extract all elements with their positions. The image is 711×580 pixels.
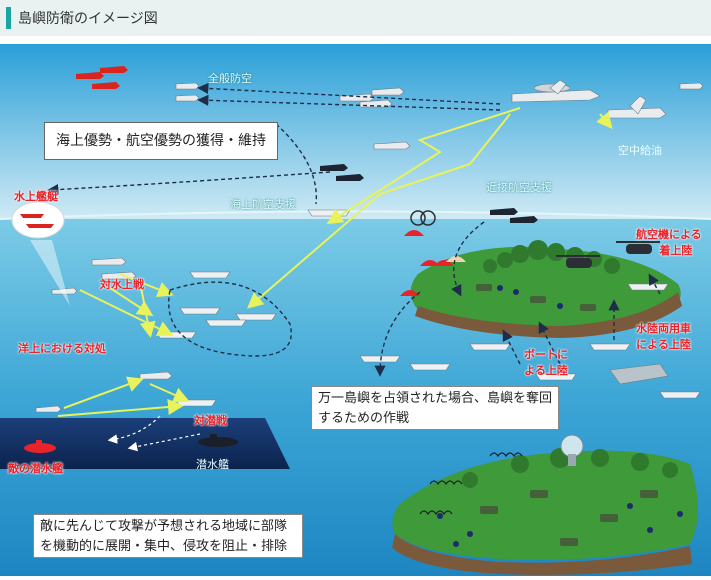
yellow-arrows — [57, 107, 613, 417]
scene: 全般防空 空中給油 海上航空支援 近接航空支援 水上艦艇 対水上戦 洋上における… — [0, 44, 711, 576]
label-boat-joriku: ボートに よる上陸 — [524, 346, 568, 378]
label-kokuki-chakuriku-line2: 着上陸 — [659, 244, 693, 257]
label-kokuki-chakuriku: 航空機による 着上陸 — [636, 226, 702, 258]
page-title: 島嶼防衛のイメージ図 — [18, 11, 158, 27]
label-suijo-kantei: 水上艦艇 — [14, 190, 58, 203]
box-bottom-line2: を機動的に展開・集中、侵攻を阻止・排除 — [40, 539, 288, 554]
header-accent-bar — [6, 7, 11, 29]
enemy-aircraft — [76, 66, 128, 89]
box-island-line2: するための作戦 — [318, 411, 410, 426]
label-sensuikan: 潜水艦 — [196, 458, 229, 471]
ground-vehicles — [476, 284, 658, 546]
ships — [155, 209, 701, 407]
label-teki-sensuikan: 敵の潜水艦 — [8, 462, 63, 475]
label-kuchu-kyuyu: 空中給油 — [618, 144, 662, 157]
label-kokuki-chakuriku-line1: 航空機による — [636, 228, 702, 241]
label-zenpan-boku: 全般防空 — [208, 72, 252, 85]
own-submarine — [198, 437, 238, 447]
box-island-recapture: 万一島嶼を占領された場合、島嶼を奪回 するための作戦 — [311, 386, 559, 430]
wire-obstacles — [419, 452, 523, 516]
label-taisensuisen: 対潜戦 — [194, 414, 227, 427]
dashed-arrows — [47, 82, 661, 377]
label-yojo-taisho: 洋上における対処 — [18, 342, 106, 355]
label-boat-joriku-line2: よる上陸 — [524, 364, 568, 377]
callout-bubble — [11, 201, 65, 239]
label-boat-joriku-line1: ボートに — [524, 348, 568, 361]
helicopters — [410, 210, 660, 268]
box-island-line1: 万一島嶼を占領された場合、島嶼を奪回 — [318, 391, 553, 406]
box-bottom-line1: 敵に先んじて攻撃が予想される地域に部隊 — [40, 519, 288, 534]
box-main-objective: 海上優勢・航空優勢の獲得・維持 — [44, 122, 278, 160]
box-preemptive-deployment: 敵に先んじて攻撃が予想される地域に部隊 を機動的に展開・集中、侵攻を阻止・排除 — [33, 514, 303, 558]
callout-pointer — [30, 240, 70, 306]
aircraft — [35, 79, 704, 413]
label-kaijo-kokushien: 海上航空支援 — [230, 198, 296, 211]
label-suiriku-chakuriku: 水陸両用車 による上陸 — [636, 320, 691, 352]
fighter-jets — [320, 164, 538, 223]
label-suiriku-chakuriku-line2: による上陸 — [636, 338, 691, 351]
label-taisuijosen: 対水上戦 — [100, 278, 144, 291]
label-suiriku-chakuriku-line1: 水陸両用車 — [636, 322, 691, 335]
enemy-submarine — [24, 443, 56, 453]
label-kinsetsu-kokushien: 近接航空支援 — [486, 181, 552, 194]
header: 島嶼防衛のイメージ図 — [0, 0, 711, 36]
soldiers — [437, 285, 683, 547]
underwater-area — [0, 418, 290, 469]
parachutes — [400, 230, 466, 296]
